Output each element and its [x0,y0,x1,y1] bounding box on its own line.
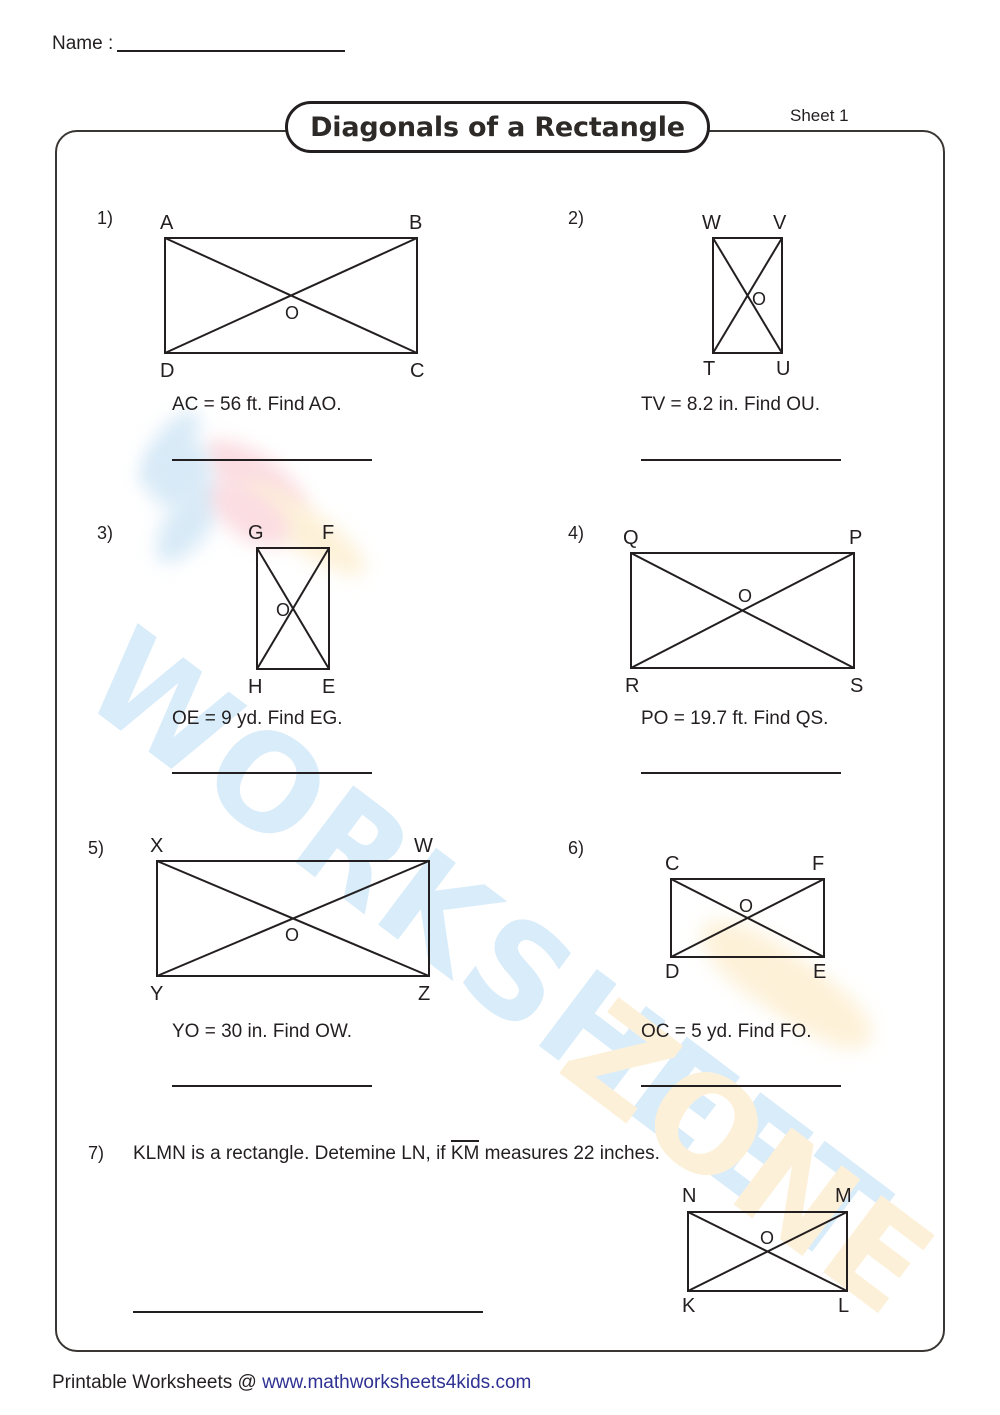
vertex-label-tl: C [665,853,680,875]
vertex-label-br: U [776,358,791,380]
problem-number: 2) [568,208,585,228]
rectangle-outline [712,237,783,354]
page-title: Diagonals of a Rectangle [310,111,685,143]
problem-question: OE = 9 yd. Find EG. [172,708,343,729]
problem-question: KLMN is a rectangle. Detemine LN, if KM … [133,1140,660,1165]
answer-blank[interactable] [641,772,841,774]
vertex-label-br: S [850,675,864,697]
answer-blank[interactable] [641,459,841,461]
center-point-label: O [738,586,753,606]
vertex-label-bl: Y [150,983,164,1005]
rectangle-outline [164,237,418,354]
answer-blank[interactable] [172,1085,372,1087]
worksheet-title-pill: Diagonals of a Rectangle [285,101,710,153]
problem-question: AC = 56 ft. Find AO. [172,394,342,415]
name-row: Name : [52,33,346,55]
problem-question: PO = 19.7 ft. Find QS. [641,708,829,729]
vertex-label-bl: H [248,676,263,698]
name-input-blank[interactable] [117,33,346,52]
problem-number: 3) [97,523,114,543]
vertex-label-tr: V [773,212,787,234]
problem-number: 7) [88,1143,105,1163]
center-point-label: O [285,925,300,945]
vertex-label-tr: M [835,1185,852,1207]
rectangle-outline [156,860,430,977]
vertex-label-br: L [838,1295,850,1317]
rectangle-outline [687,1211,848,1292]
vertex-label-tl: N [682,1185,697,1207]
footer-prefix: Printable Worksheets @ [52,1372,263,1393]
footer: Printable Worksheets @ www.mathworksheet… [52,1372,531,1394]
vertex-label-tl: X [150,835,164,857]
vertex-label-bl: D [160,360,175,382]
sheet-label: Sheet 1 [790,106,849,125]
problem-number: 4) [568,523,585,543]
problem-question: TV = 8.2 in. Find OU. [641,394,820,415]
vertex-label-bl: K [682,1295,696,1317]
problem-number: 6) [568,838,585,858]
vertex-label-tr: P [849,527,863,549]
problem7-text-before: KLMN is a rectangle. Detemine LN, if [133,1143,446,1164]
problem7-overline-segment: KM [450,1140,480,1164]
vertex-label-br: Z [418,983,431,1005]
center-point-label: O [276,600,291,620]
center-point-label: O [760,1228,775,1248]
answer-blank[interactable] [172,772,372,774]
vertex-label-tl: A [160,212,174,234]
vertex-label-br: E [322,676,336,698]
center-point-label: O [752,289,767,309]
vertex-label-tl: Q [623,527,639,549]
vertex-label-bl: R [625,675,640,697]
rectangle-outline [630,552,855,669]
answer-blank[interactable] [133,1311,483,1313]
problem-question: YO = 30 in. Find OW. [172,1021,353,1042]
problem-number: 5) [88,838,105,858]
center-point-label: O [285,303,300,323]
vertex-label-tr: B [409,212,423,234]
problem-number: 1) [97,208,114,228]
vertex-label-tr: F [812,853,825,875]
vertex-label-bl: D [665,961,680,983]
answer-blank[interactable] [641,1085,841,1087]
vertex-label-tr: W [414,835,433,857]
name-label: Name : [52,33,114,54]
problem7-text-after: measures 22 inches. [484,1143,660,1164]
vertex-label-br: C [410,360,425,382]
vertex-label-bl: T [703,358,716,380]
footer-url-link[interactable]: www.mathworksheets4kids.com [262,1372,532,1393]
vertex-label-tl: W [702,212,721,234]
